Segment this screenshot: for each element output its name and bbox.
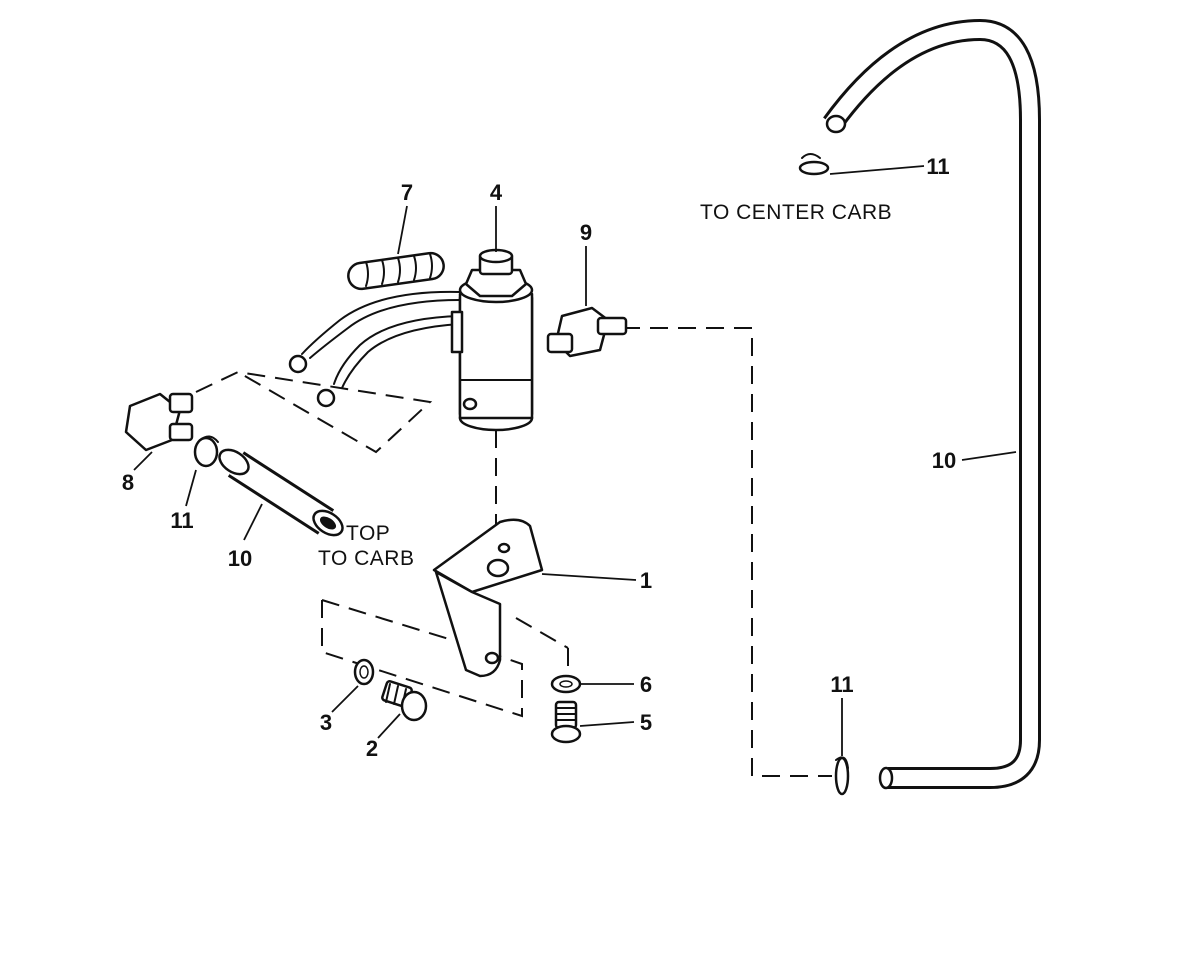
callout-9: 9 [580, 220, 592, 245]
solenoid-wires [288, 290, 461, 408]
diagram-notes: TO CENTER CARB TOP TO CARB [318, 201, 892, 570]
hose-clamp-part-11-left [193, 435, 219, 468]
mounting-bracket-part-1 [432, 518, 544, 678]
note-to-carb: TO CARB [318, 547, 414, 570]
callout-11-left: 11 [170, 508, 193, 533]
long-hose-part-10 [823, 18, 1041, 790]
callout-5: 5 [640, 710, 652, 735]
lock-washer-part-6 [550, 674, 582, 694]
callout-2: 2 [366, 736, 378, 761]
callout-7: 7 [401, 180, 413, 205]
elbow-fitting-part-9 [546, 306, 628, 358]
callout-10-left: 10 [228, 546, 252, 571]
note-top: TOP [346, 522, 390, 545]
screw-part-5 [550, 700, 582, 744]
wire-sleeve-part-7 [347, 251, 445, 291]
callout-3: 3 [320, 710, 332, 735]
solenoid-part-4 [450, 248, 534, 432]
lock-washer-part-3 [353, 658, 375, 686]
tee-fitting-part-8 [124, 392, 194, 452]
hose-clamp-part-11-top [798, 153, 830, 176]
hose-clamp-part-11-bottom [834, 756, 850, 796]
leader-lines [133, 165, 1017, 756]
callout-4: 4 [490, 180, 503, 205]
callout-6: 6 [640, 672, 652, 697]
callout-1: 1 [640, 568, 652, 593]
note-to-center-carb: TO CENTER CARB [700, 201, 892, 224]
screw-part-2 [381, 680, 428, 722]
callout-11-bottom: 11 [830, 672, 853, 697]
callout-11-top: 11 [926, 154, 949, 179]
callout-numbers: 7 4 9 8 11 10 1 6 5 3 2 11 11 10 [122, 154, 956, 761]
callout-10-right: 10 [932, 448, 956, 473]
short-hose-part-10 [218, 448, 344, 537]
callout-8: 8 [122, 470, 134, 495]
